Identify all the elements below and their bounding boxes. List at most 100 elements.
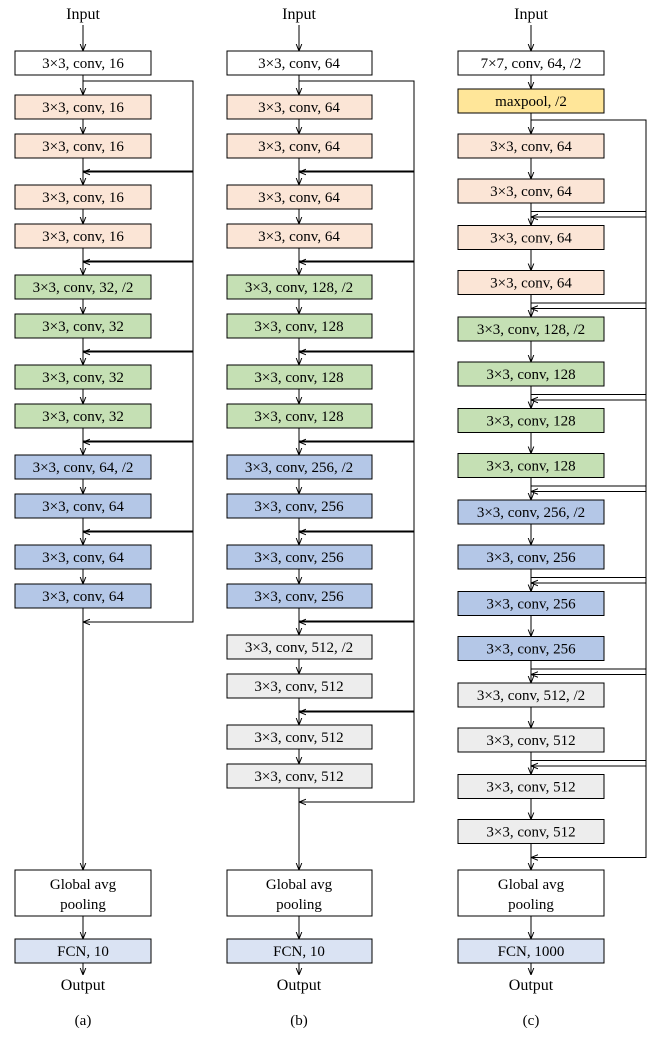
skip-connection [83,170,194,262]
conv-layer-label: 3×3, conv, 512 [486,780,575,796]
stem-layer-label: 3×3, conv, 16 [42,56,124,72]
conv-layer-box [226,94,373,120]
skip-connection [83,350,194,442]
skip-connection [299,350,415,442]
stem-layer-label: 3×3, conv, 64 [258,56,340,72]
conv-layer-label: 3×3, conv, 256 [254,589,344,605]
skip-connection [531,119,647,217]
fc-box [457,938,605,964]
conv-layer-label: 3×3, conv, 256 [486,550,576,566]
global-pool-label: Global avg [498,877,565,893]
conv-layer-box [226,313,373,339]
skip-connection [299,620,415,712]
conv-layer-label: 3×3, conv, 512, /2 [477,688,585,704]
conv-layer-box [226,544,373,570]
skip-connection [531,485,647,583]
conv-layer-label: 3×3, conv, 64 [490,231,572,247]
conv-layer-label: 3×3, conv, 32, /2 [33,280,134,296]
conv-layer-box [226,403,373,429]
global-pool-label: Global avg [50,877,117,893]
conv-layer-label: 3×3, conv, 128 [254,319,343,335]
conv-layer-label: 3×3, conv, 512, /2 [245,640,353,656]
input-label: Input [282,6,316,23]
skip-connection [531,760,647,858]
global-pool-label: pooling [60,897,106,913]
skip-connection [83,440,194,532]
global-pool-label: pooling [276,897,322,913]
conv-layer-label: 3×3, conv, 16 [42,139,124,155]
skip-connection [531,394,647,492]
conv-layer-box [14,454,152,480]
conv-layer-label: 3×3, conv, 64 [42,550,124,566]
conv-layer-label: 3×3, conv, 64 [42,499,124,515]
conv-layer-label: 3×3, conv, 64 [490,276,572,292]
conv-layer-label: 3×3, conv, 64 [490,139,572,155]
conv-layer-box [14,184,152,210]
conv-layer-label: 3×3, conv, 128 [486,414,575,430]
skip-connection [531,211,647,309]
conv-layer-box [14,583,152,609]
skip-connection [299,80,415,172]
output-label: Output [61,977,106,994]
conv-layer-label: 3×3, conv, 64 [258,100,340,116]
conv-layer-label: 3×3, conv, 64 [490,184,572,200]
global-pool-box [457,869,605,917]
conv-layer-box [457,774,605,799]
conv-layer-box [226,634,373,660]
conv-layer-box [14,133,152,159]
conv-layer-box [457,682,605,708]
conv-layer-label: 3×3, conv, 256 [486,642,576,658]
conv-layer-box [457,408,605,433]
skip-connection [83,80,194,172]
conv-layer-label: 3×3, conv, 16 [42,190,124,206]
conv-layer-box [457,225,605,250]
conv-layer-label: 3×3, conv, 512 [254,730,343,746]
conv-layer-label: 3×3, conv, 32 [42,409,124,425]
conv-layer-label: 3×3, conv, 32 [42,370,124,386]
conv-layer-label: 3×3, conv, 256 [254,499,344,515]
conv-layer-label: 3×3, conv, 256, /2 [245,460,353,476]
column-caption: (c) [523,1013,540,1029]
conv-layer-box [226,223,373,249]
conv-layer-box [14,94,152,120]
skip-connection [299,260,415,352]
output-label: Output [509,977,554,994]
conv-layer-label: 3×3, conv, 256 [254,550,344,566]
conv-layer-box [226,184,373,210]
conv-layer-label: 3×3, conv, 256, /2 [477,505,585,521]
input-label: Input [66,6,100,23]
conv-layer-label: 3×3, conv, 16 [42,229,124,245]
input-label: Input [514,6,548,23]
conv-layer-box [457,316,605,342]
conv-layer-label: 3×3, conv, 128 [486,367,575,383]
conv-layer-label: 3×3, conv, 256 [486,597,576,613]
skip-connection [531,668,647,766]
skip-connection [299,530,415,622]
conv-layer-label: 3×3, conv, 128 [254,409,343,425]
skip-connection [299,170,415,262]
fc-label: FCN, 10 [57,944,109,960]
column-caption: (a) [75,1013,92,1029]
conv-layer-label: 3×3, conv, 128, /2 [477,322,585,338]
conv-layer-label: 3×3, conv, 128, /2 [245,280,353,296]
skip-connection [83,530,194,622]
skip-connection [299,710,415,802]
conv-layer-label: 3×3, conv, 64, /2 [33,460,134,476]
stem-layer-label: maxpool, /2 [495,94,567,110]
fc-label: FCN, 10 [273,944,325,960]
column-caption: (b) [290,1013,308,1029]
conv-layer-label: 3×3, conv, 32 [42,319,124,335]
skip-connection [299,440,415,532]
conv-layer-label: 3×3, conv, 64 [258,229,340,245]
conv-layer-box [457,636,605,661]
conv-layer-box [457,270,605,295]
fc-box [14,938,152,964]
skip-connection [531,302,647,400]
skip-connection [83,260,194,352]
stem-layer-box [457,88,605,114]
conv-layer-label: 3×3, conv, 512 [486,825,575,841]
conv-layer-label: 3×3, conv, 128 [486,459,575,475]
conv-layer-label: 3×3, conv, 64 [42,589,124,605]
output-label: Output [277,977,322,994]
